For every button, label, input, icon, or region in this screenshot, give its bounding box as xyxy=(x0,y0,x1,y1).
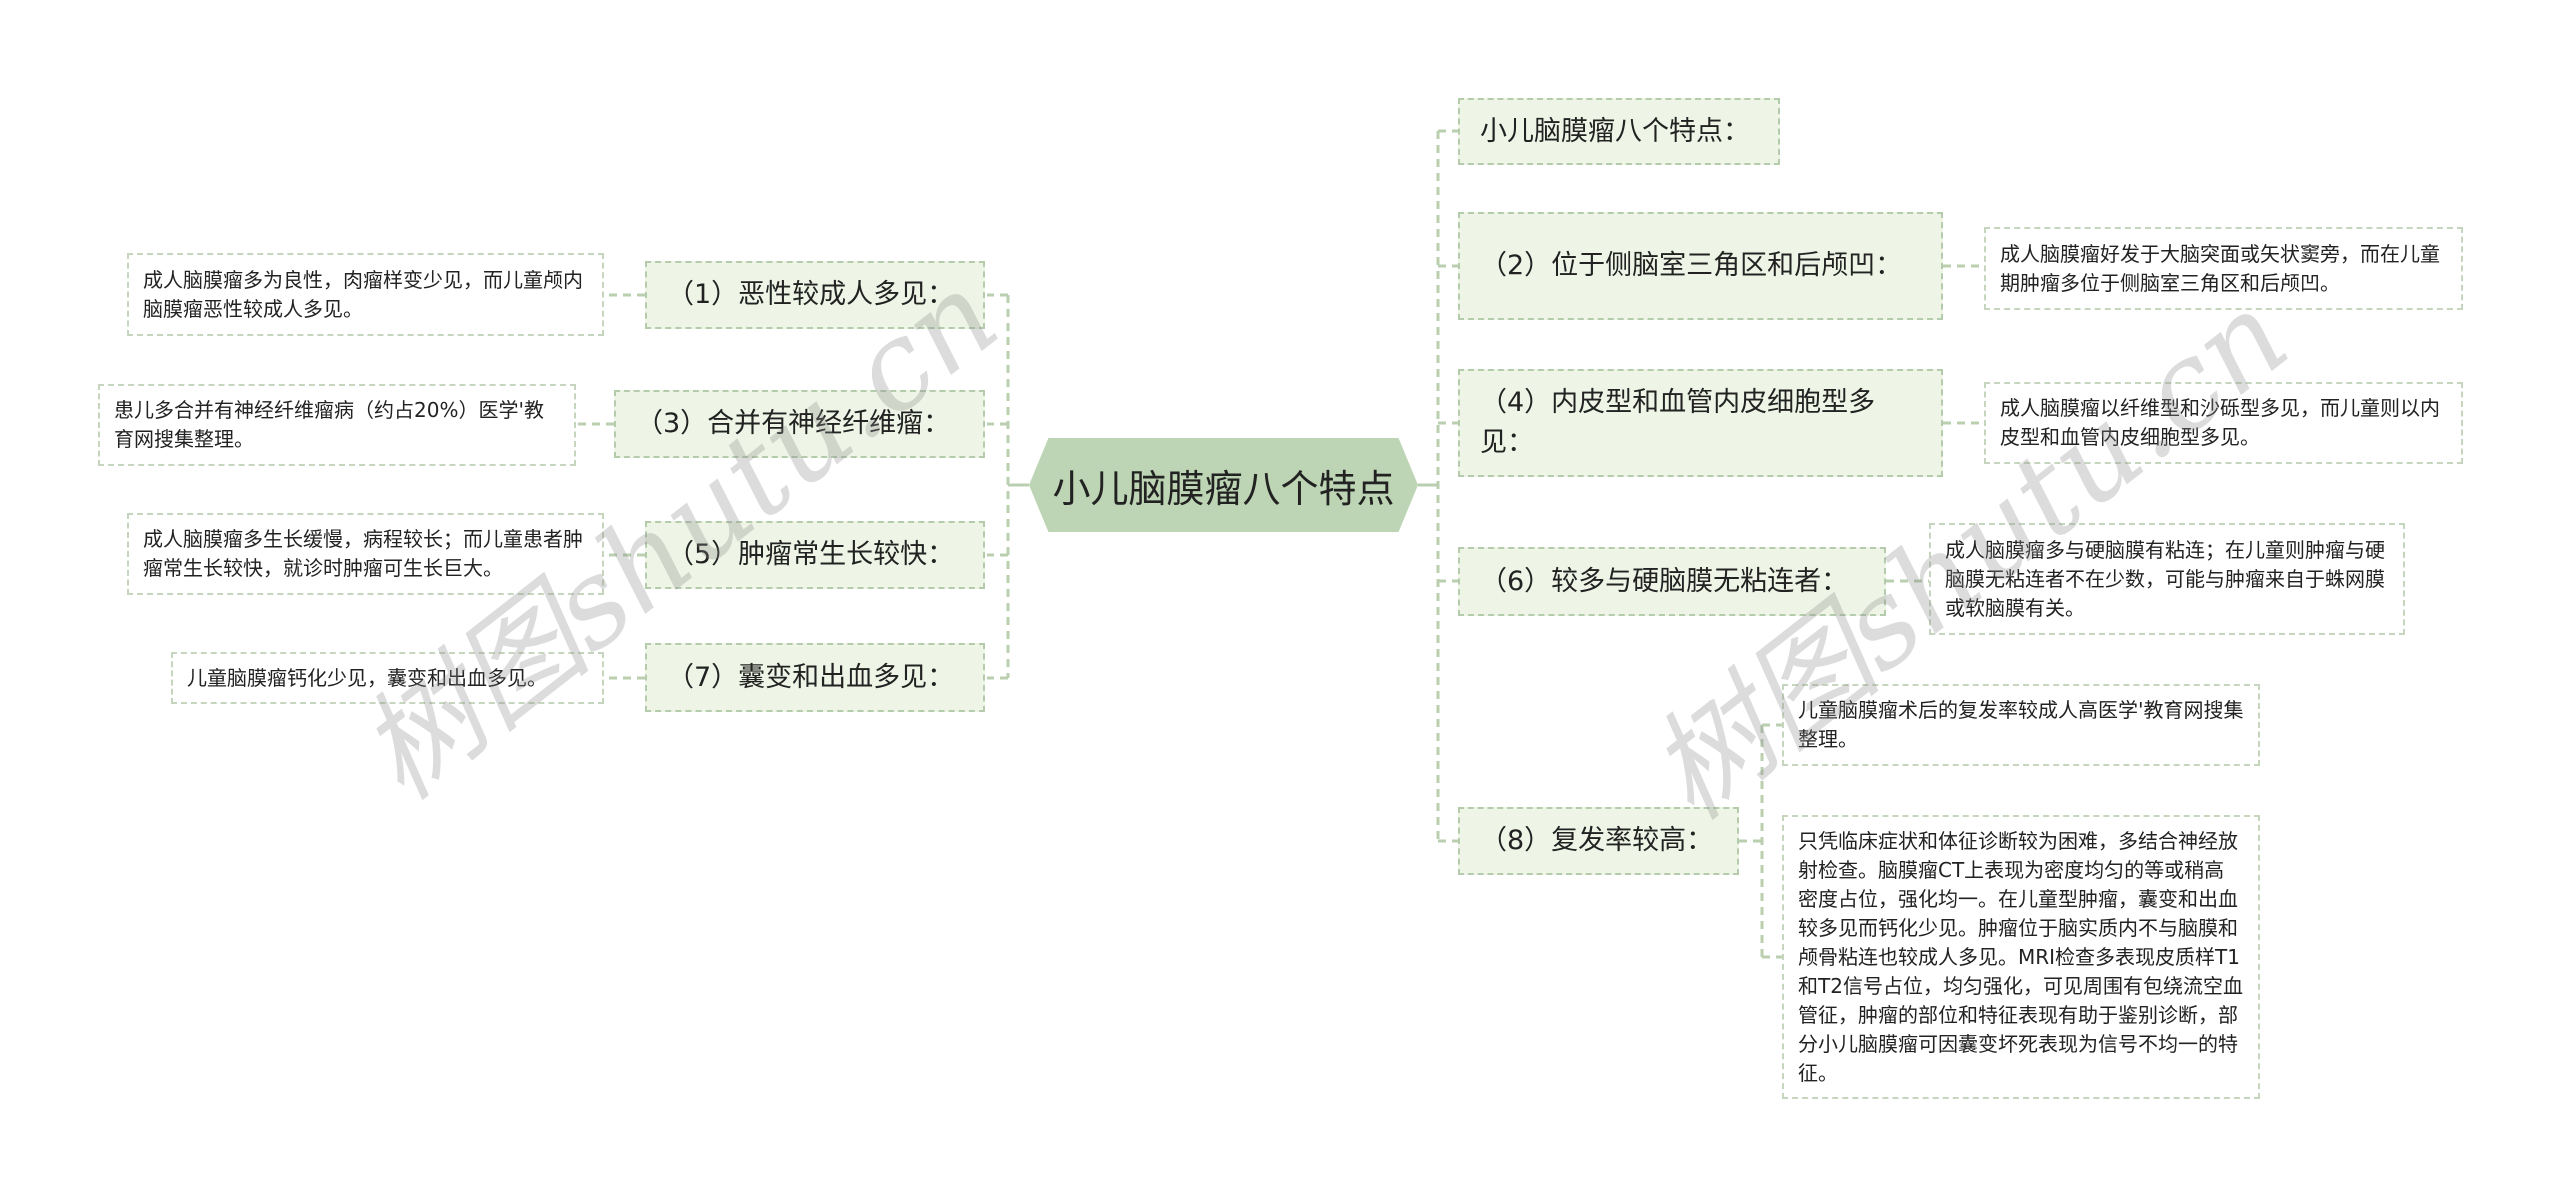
detail-6[interactable]: 成人脑膜瘤多与硬脑膜有粘连；在儿童则肿瘤与硬脑膜无粘连者不在少数，可能与肿瘤来自… xyxy=(1929,523,2405,635)
central-topic[interactable]: 小儿脑膜瘤八个特点 xyxy=(1029,438,1418,532)
topic-8-high-recurrence[interactable]: （8）复发率较高： xyxy=(1458,807,1739,875)
detail-text: 儿童脑膜瘤术后的复发率较成人高医学'教育网搜集整理。 xyxy=(1798,698,2244,751)
topic-label: （8）复发率较高： xyxy=(1480,825,1714,856)
detail-1[interactable]: 成人脑膜瘤多为良性，肉瘤样变少见，而儿童颅内脑膜瘤恶性较成人多见。 xyxy=(127,253,604,336)
topic-4-endothelial-type[interactable]: （4）内皮型和血管内皮细胞型多见： xyxy=(1458,369,1943,477)
central-topic-label: 小儿脑膜瘤八个特点 xyxy=(1052,466,1395,511)
detail-3[interactable]: 患儿多合并有神经纤维瘤病（约占20%）医学'教育网搜集整理。 xyxy=(98,384,576,466)
detail-8b[interactable]: 只凭临床症状和体征诊断较为困难，多结合神经放射检查。脑膜瘤CT上表现为密度均匀的… xyxy=(1782,815,2260,1099)
detail-text: 成人脑膜瘤好发于大脑突面或矢状窦旁，而在儿童期肿瘤多位于侧脑室三角区和后颅凹。 xyxy=(2000,241,2440,295)
topic-1-malignancy[interactable]: （1）恶性较成人多见： xyxy=(645,261,985,329)
detail-7[interactable]: 儿童脑膜瘤钙化少见，囊变和出血多见。 xyxy=(171,652,604,704)
detail-4[interactable]: 成人脑膜瘤以纤维型和沙砾型多见，而儿童则以内皮型和血管内皮细胞型多见。 xyxy=(1984,382,2463,464)
detail-5[interactable]: 成人脑膜瘤多生长缓慢，病程较长；而儿童患者肿瘤常生长较快，就诊时肿瘤可生长巨大。 xyxy=(127,513,604,595)
topic-label: （5）肿瘤常生长较快： xyxy=(667,539,955,570)
topic-label: （6）较多与硬脑膜无粘连者： xyxy=(1480,565,1849,597)
topic-label: 小儿脑膜瘤八个特点： xyxy=(1480,115,1750,147)
topic-6-no-dural-adhesion[interactable]: （6）较多与硬脑膜无粘连者： xyxy=(1458,547,1886,616)
detail-text: 患儿多合并有神经纤维瘤病（约占20%）医学'教育网搜集整理。 xyxy=(114,398,544,451)
topic-label: （4）内皮型和血管内皮细胞型多见： xyxy=(1480,387,1876,458)
detail-text: 成人脑膜瘤多生长缓慢，病程较长；而儿童患者肿瘤常生长较快，就诊时肿瘤可生长巨大。 xyxy=(143,527,583,580)
topic-header-eight-features[interactable]: 小儿脑膜瘤八个特点： xyxy=(1458,98,1780,165)
detail-2[interactable]: 成人脑膜瘤好发于大脑突面或矢状窦旁，而在儿童期肿瘤多位于侧脑室三角区和后颅凹。 xyxy=(1984,227,2463,310)
topic-2-location[interactable]: （2）位于侧脑室三角区和后颅凹： xyxy=(1458,212,1943,320)
topic-label: （2）位于侧脑室三角区和后颅凹： xyxy=(1480,250,1903,281)
topic-5-fast-growth[interactable]: （5）肿瘤常生长较快： xyxy=(645,521,985,589)
detail-text: 只凭临床症状和体征诊断较为困难，多结合神经放射检查。脑膜瘤CT上表现为密度均匀的… xyxy=(1798,828,2243,1085)
topic-label: （3）合并有神经纤维瘤： xyxy=(636,408,951,439)
detail-text: 成人脑膜瘤多为良性，肉瘤样变少见，而儿童颅内脑膜瘤恶性较成人多见。 xyxy=(143,267,583,321)
topic-7-cystic-hemorrhage[interactable]: （7）囊变和出血多见： xyxy=(645,643,985,712)
topic-3-neurofibroma[interactable]: （3）合并有神经纤维瘤： xyxy=(614,390,985,458)
detail-text: 儿童脑膜瘤钙化少见，囊变和出血多见。 xyxy=(187,665,547,690)
detail-text: 成人脑膜瘤以纤维型和沙砾型多见，而儿童则以内皮型和血管内皮细胞型多见。 xyxy=(2000,396,2440,449)
topic-label: （1）恶性较成人多见： xyxy=(667,279,955,310)
topic-label: （7）囊变和出血多见： xyxy=(667,661,955,693)
detail-text: 成人脑膜瘤多与硬脑膜有粘连；在儿童则肿瘤与硬脑膜无粘连者不在少数，可能与肿瘤来自… xyxy=(1945,537,2385,620)
detail-8a[interactable]: 儿童脑膜瘤术后的复发率较成人高医学'教育网搜集整理。 xyxy=(1782,684,2260,766)
